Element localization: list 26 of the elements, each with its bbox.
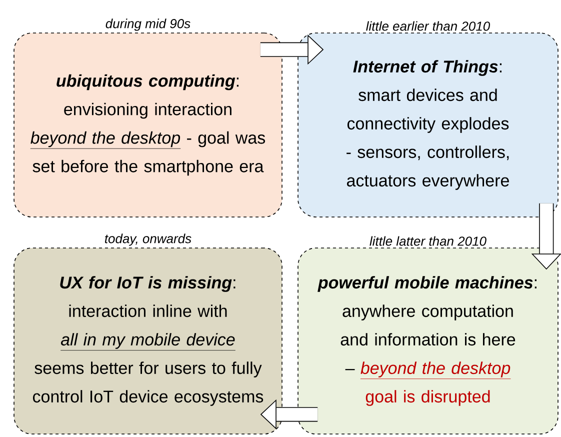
node-label: envisioning interaction [64, 102, 232, 119]
node-label: powerful mobile machines [318, 276, 533, 292]
node-label: : [534, 279, 536, 288]
period-label: little earlier than 2010 [366, 21, 490, 31]
node-label: ubiquitous computing [56, 74, 236, 90]
node-label: - goal was [187, 131, 266, 148]
stage-box: UX for IoT is missing: interaction inline with all in my mobile device seems better for users to fully control IoT device ecosystems [14, 248, 282, 434]
node-label: goal is disrupted [366, 390, 490, 406]
node-label: UX for IoT is missing [60, 276, 232, 292]
period-label: during mid 90s [106, 18, 190, 31]
node-label: – [345, 369, 355, 370]
node-label: interaction inline with [69, 304, 227, 318]
node-label: and information is here [340, 333, 516, 346]
node-label: anywhere computation [342, 304, 513, 320]
stage-box: powerful mobile machines: anywhere computation and information is here – beyond the desktop goal is disrupted [298, 248, 558, 434]
period-label: today, onwards [105, 234, 192, 246]
stage-box: ubiquitous computing: envisioning interaction beyond the desktop - goal was set before the smartphone era [14, 32, 282, 218]
node-label: : [236, 78, 239, 87]
node-label: beyond the desktop [360, 362, 510, 378]
node-label: : [234, 279, 236, 288]
node-label: set before the smartphone era [32, 160, 264, 176]
period-label: little latter than 2010 [370, 236, 486, 246]
node-label: beyond the desktop [30, 131, 180, 148]
node-label: seems better for users to fully control IoT device ecosystems [32, 362, 264, 406]
stage-box: Internet of Things: smart devices and connectivity explodes - sensors, controllers, actuators everywhere [298, 32, 558, 218]
node-label: all in my mobile device [60, 333, 235, 349]
